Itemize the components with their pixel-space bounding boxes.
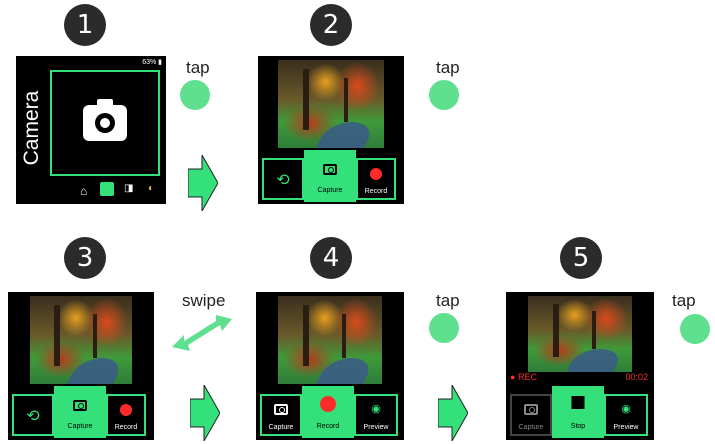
camera-icon (83, 99, 127, 141)
viewfinder-photo (278, 296, 382, 384)
stop-label: Stop (570, 423, 586, 430)
capture-button[interactable]: Capture (510, 394, 552, 436)
capture-label: Capture (268, 424, 294, 431)
record-button[interactable]: Record (106, 394, 146, 436)
record-icon (370, 168, 382, 180)
battery-status: 63% ▮ (142, 59, 162, 66)
capture-label: Capture (518, 424, 544, 431)
back-button[interactable]: ⟲ (262, 158, 304, 200)
rec-indicator: ● REC (510, 372, 537, 382)
app-title: Camera (20, 90, 43, 166)
step-number-1: 1 (64, 4, 106, 46)
tap-indicator-4 (429, 313, 459, 343)
preview-button[interactable]: ◉ Preview (604, 394, 648, 436)
viewfinder-photo (30, 296, 132, 384)
camera-app-tile[interactable] (50, 70, 160, 176)
capture-button[interactable]: Capture (260, 394, 302, 436)
capture-label: Capture (67, 423, 93, 430)
camera-menu-bar: Capture Stop ◉ Preview (506, 386, 654, 440)
tap-indicator-1 (180, 80, 210, 110)
screen-1-home: Camera 63% ▮ ⌂ ◨ ◐ (16, 56, 166, 204)
viewfinder-photo (278, 60, 384, 148)
rec-dot-icon: ● (510, 372, 516, 382)
screen-5-recording: ● REC 00:02 Capture Stop ◉ Preview (506, 292, 654, 440)
swipe-arrow (172, 315, 232, 351)
camera-menu-bar: Capture Record ◉ Preview (256, 386, 404, 440)
camera-icon (524, 404, 538, 415)
back-icon: ⟲ (26, 408, 40, 425)
camera-icon (73, 400, 87, 411)
camera-icon (274, 404, 288, 415)
camera-menu-bar: ⟲ Capture Record (258, 150, 404, 204)
step-number-2: 2 (310, 4, 352, 46)
moon-icon[interactable]: ◐ (148, 183, 155, 194)
step-number-5: 5 (560, 237, 602, 279)
gesture-label-2: tap (436, 58, 460, 77)
record-button[interactable]: Record (356, 158, 396, 200)
record-button[interactable]: Record (302, 386, 354, 438)
back-icon: ⟲ (276, 172, 290, 189)
screen-3-camera-menu: ⟲ Capture Record (8, 292, 154, 440)
back-button[interactable]: ⟲ (12, 394, 54, 436)
eye-icon: ◉ (621, 403, 631, 415)
capture-button[interactable]: Capture (304, 150, 356, 202)
step-number-3: 3 (64, 237, 106, 279)
record-label: Record (316, 423, 340, 430)
record-label: Record (114, 424, 138, 431)
stop-button[interactable]: Stop (552, 386, 604, 438)
arrow-right-4 (438, 385, 468, 441)
home-icon[interactable]: ⌂ (80, 184, 88, 198)
record-icon (120, 404, 132, 416)
eye-icon: ◉ (371, 403, 381, 415)
arrow-right-3 (190, 385, 220, 441)
gesture-label-4: tap (436, 291, 460, 310)
camera-icon (323, 164, 337, 175)
capture-label: Capture (317, 187, 343, 194)
arrow-right-1 (188, 155, 218, 211)
screen-2-camera-menu: ⟲ Capture Record (258, 56, 404, 204)
rec-timer: 00:02 (625, 372, 648, 382)
preview-label: Preview (613, 424, 639, 431)
tap-indicator-5 (680, 314, 710, 344)
capture-button[interactable]: Capture (54, 386, 106, 438)
record-icon (320, 396, 336, 412)
camera-nav-icon[interactable] (100, 182, 114, 196)
gesture-label-1: tap (186, 58, 210, 77)
tap-indicator-2 (429, 80, 459, 110)
record-label: Record (364, 188, 388, 195)
preview-button[interactable]: ◉ Preview (354, 394, 398, 436)
screen-4-record-selected: Capture Record ◉ Preview (256, 292, 404, 440)
gesture-label-3: swipe (182, 291, 226, 310)
gallery-icon[interactable]: ◨ (124, 183, 134, 194)
gesture-label-5: tap (672, 291, 696, 310)
camera-menu-bar: ⟲ Capture Record (8, 386, 154, 440)
preview-label: Preview (363, 424, 389, 431)
battery-icon: ▮ (156, 59, 162, 66)
stop-icon (571, 396, 585, 409)
step-number-4: 4 (310, 237, 352, 279)
viewfinder-photo (528, 296, 632, 372)
